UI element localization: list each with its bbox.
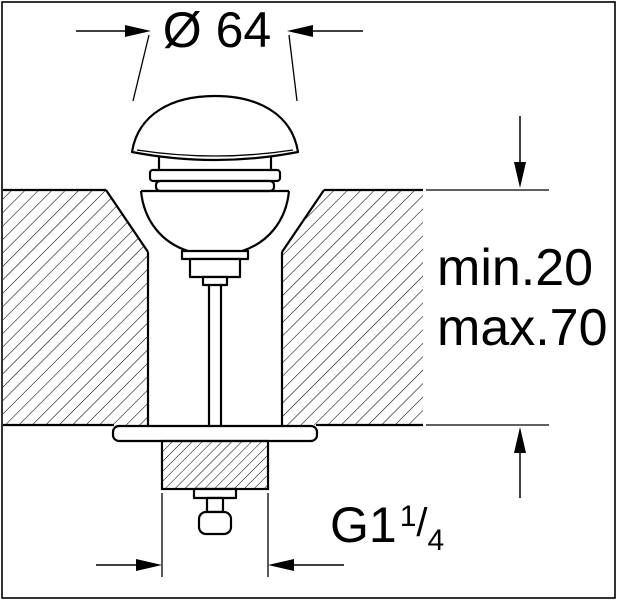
- countersink-wall-right: [281, 189, 325, 253]
- countersink-wall-left: [105, 189, 149, 253]
- cup-nut: [188, 257, 242, 279]
- backing-flange: [111, 424, 319, 443]
- extension-line-right: [288, 34, 298, 102]
- diameter-label: Ø 64: [163, 2, 271, 58]
- drain-assembly: [111, 94, 319, 536]
- thread-label-numerator: 1: [400, 500, 417, 533]
- dimension-depth: min.20 max.70: [426, 116, 608, 498]
- thread-label-denominator: 4: [428, 524, 445, 557]
- arrowhead-right-icon: [125, 25, 151, 37]
- cup-wall-left: [139, 190, 189, 253]
- arrowhead-left-icon: [287, 25, 313, 37]
- lower-rod: [205, 496, 225, 514]
- thread-label-slash: /: [416, 501, 428, 545]
- mounting-deck-section: [3, 188, 423, 427]
- seal-washer: [154, 179, 276, 193]
- dimension-diameter: Ø 64: [76, 2, 363, 102]
- arrowhead-left-icon: [268, 559, 294, 571]
- extension-line-left: [132, 34, 150, 102]
- stem-collar: [201, 275, 229, 287]
- cup-base-washer: [180, 249, 250, 261]
- depth-max-label: max.70: [437, 299, 608, 357]
- thread-label-prefix: G1: [330, 497, 397, 553]
- arrowhead-right-icon: [136, 559, 162, 571]
- arrowhead-up-icon: [514, 427, 526, 453]
- dome-cap: [130, 94, 300, 162]
- cup-wall-right: [241, 190, 291, 253]
- end-knob: [197, 510, 233, 536]
- deck-hole-cutout: [106, 190, 324, 426]
- tailpiece-step: [192, 487, 238, 500]
- dome-cap-rim-line: [136, 149, 294, 157]
- top-flange-ring: [148, 168, 282, 183]
- depth-min-label: min.20: [437, 239, 593, 297]
- arrowhead-down-icon: [514, 162, 526, 188]
- threaded-tailpiece: [160, 439, 270, 491]
